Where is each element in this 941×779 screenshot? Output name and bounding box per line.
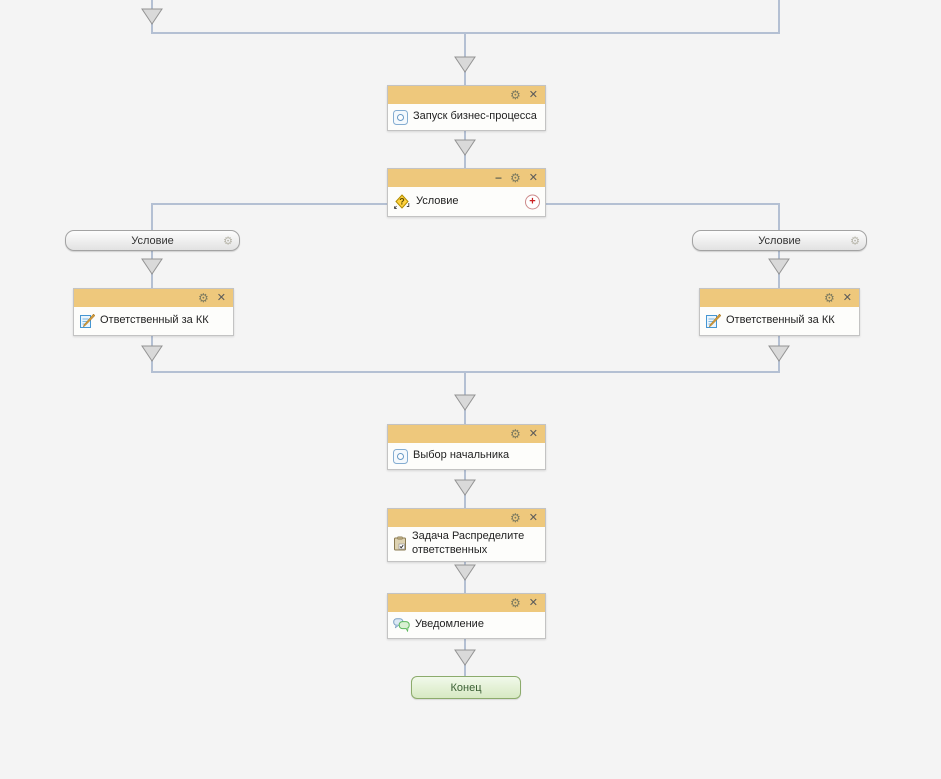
settings-gear-icon[interactable]: ⚙ [510, 427, 521, 441]
node-body: Запуск бизнес-процесса [388, 104, 545, 130]
node-body: Ответственный за КК [700, 307, 859, 335]
collapse-icon[interactable]: − [495, 171, 503, 185]
task-icon [393, 536, 407, 551]
node-header: ⚙ ✕ [388, 425, 545, 443]
node-responsible-left[interactable]: ⚙ ✕ Ответственный за КК [73, 288, 234, 336]
arrow-down-icon [454, 139, 476, 156]
node-header: ⚙ ✕ [74, 289, 233, 307]
connector-top-right-vertical [778, 0, 780, 33]
connector-branch-left-horizontal [151, 203, 388, 205]
settings-gear-icon[interactable]: ⚙ [198, 291, 209, 305]
node-notification[interactable]: ⚙ ✕ Уведомление [387, 593, 546, 639]
node-body: Выбор начальника [388, 443, 545, 469]
end-terminator: Конец [411, 676, 521, 699]
settings-gear-icon[interactable]: ⚙ [824, 291, 835, 305]
connector-left-to-branch-button [151, 203, 153, 231]
node-title: Запуск бизнес-процесса [413, 110, 537, 123]
arrow-down-icon [454, 56, 476, 73]
branch-condition-left[interactable]: Условие ⚙ [65, 230, 240, 251]
condition-icon: ? [393, 193, 411, 210]
node-header: − ⚙ ✕ [388, 169, 545, 187]
close-icon[interactable]: ✕ [528, 511, 538, 524]
end-label: Конец [450, 681, 482, 694]
edit-document-icon [705, 313, 721, 329]
settings-gear-icon[interactable]: ⚙ [510, 596, 521, 610]
arrow-down-icon [454, 649, 476, 666]
node-header: ⚙ ✕ [388, 594, 545, 612]
node-header: ⚙ ✕ [700, 289, 859, 307]
node-task[interactable]: ⚙ ✕ Задача Распределите ответственных [387, 508, 546, 562]
settings-gear-icon[interactable]: ⚙ [510, 88, 521, 102]
node-body: Ответственный за КК [74, 307, 233, 335]
node-body: Задача Распределите ответственных [388, 527, 545, 561]
close-icon[interactable]: ✕ [842, 291, 852, 304]
node-title: Уведомление [415, 618, 484, 631]
close-icon[interactable]: ✕ [528, 427, 538, 440]
arrow-down-icon [141, 258, 163, 275]
arrow-down-icon [768, 345, 790, 362]
settings-gear-icon[interactable]: ⚙ [223, 235, 233, 247]
notification-icon [393, 618, 410, 632]
connector-right-to-branch-button [778, 203, 780, 231]
status-icon [393, 109, 408, 125]
arrow-down-icon [768, 258, 790, 275]
node-body: ? Условие + [388, 187, 545, 216]
node-start-business-process[interactable]: ⚙ ✕ Запуск бизнес-процесса [387, 85, 546, 131]
branch-label: Условие [758, 234, 801, 247]
add-branch-icon[interactable]: + [525, 194, 540, 209]
connector-branch-right-horizontal [544, 203, 780, 205]
close-icon[interactable]: ✕ [216, 291, 226, 304]
settings-gear-icon[interactable]: ⚙ [510, 511, 521, 525]
status-icon [393, 448, 408, 464]
arrow-down-icon [454, 479, 476, 496]
node-title: Выбор начальника [413, 449, 510, 462]
close-icon[interactable]: ✕ [528, 596, 538, 609]
arrow-down-icon [141, 8, 163, 25]
branch-condition-right[interactable]: Условие ⚙ [692, 230, 867, 251]
node-title: Ответственный за КК [100, 314, 209, 327]
close-icon[interactable]: ✕ [528, 171, 538, 184]
arrow-down-icon [454, 564, 476, 581]
settings-gear-icon[interactable]: ⚙ [510, 171, 521, 185]
branch-label: Условие [131, 234, 174, 247]
node-header: ⚙ ✕ [388, 86, 545, 104]
node-header: ⚙ ✕ [388, 509, 545, 527]
node-title: Условие [416, 194, 459, 207]
node-title: Ответственный за КК [726, 314, 835, 327]
node-condition-block[interactable]: − ⚙ ✕ ? Условие + [387, 168, 546, 217]
settings-gear-icon[interactable]: ⚙ [850, 235, 860, 247]
arrow-down-icon [454, 394, 476, 411]
svg-text:?: ? [399, 196, 405, 206]
edit-document-icon [79, 313, 95, 329]
node-title: Задача Распределите ответственных [412, 530, 525, 556]
arrow-down-icon [141, 345, 163, 362]
node-body: Уведомление [388, 612, 545, 638]
close-icon[interactable]: ✕ [528, 88, 538, 101]
node-chief-select[interactable]: ⚙ ✕ Выбор начальника [387, 424, 546, 470]
node-responsible-right[interactable]: ⚙ ✕ Ответственный за КК [699, 288, 860, 336]
